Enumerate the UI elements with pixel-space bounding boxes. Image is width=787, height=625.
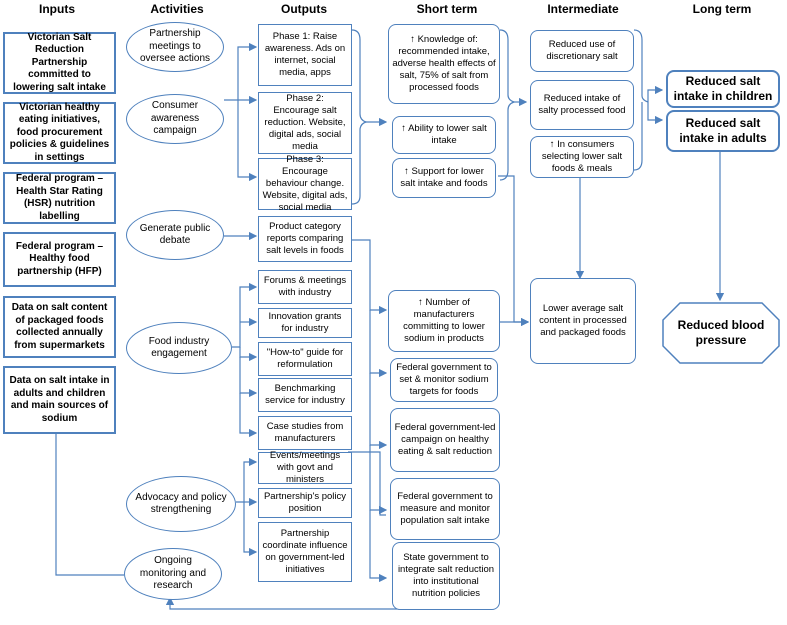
activity-ellipse: Partnership meetings to oversee actions xyxy=(126,22,224,72)
output-box: Innovation grants for industry xyxy=(258,308,352,338)
output-box: Case studies from manufacturers xyxy=(258,416,352,450)
short-term-box: Federal government to set & monitor sodi… xyxy=(390,358,498,402)
header-short-term: Short term xyxy=(416,2,478,16)
activity-ellipse: Consumer awareness campaign xyxy=(126,94,224,144)
input-box: Federal program – Healthy food partnersh… xyxy=(3,232,116,287)
blood-pressure-label: Reduced blood pressure xyxy=(677,318,765,347)
activity-ellipse: Ongoing monitoring and research xyxy=(124,548,222,600)
output-box: Partnership's policy position xyxy=(258,488,352,518)
output-box: Events/meetings with govt and ministers xyxy=(258,450,352,485)
short-term-box: ↑ Knowledge of: recommended intake, adve… xyxy=(388,24,500,104)
header-long-term: Long term xyxy=(692,2,752,16)
intermediate-box: Lower average salt content in processed … xyxy=(530,278,636,364)
intermediate-box: Reduced intake of salty processed food xyxy=(530,80,634,130)
input-box: Data on salt content of packaged foods c… xyxy=(3,296,116,358)
header-intermediate: Intermediate xyxy=(547,2,619,16)
short-term-box: ↑ Support for lower salt intake and food… xyxy=(392,158,496,198)
output-box: "How-to" guide for reformulation xyxy=(258,342,352,376)
output-box: Phase 2: Encourage salt reduction. Websi… xyxy=(258,92,352,154)
long-term-box: Reduced salt intake in adults xyxy=(666,110,780,152)
short-term-box: ↑ Number of manufacturers committing to … xyxy=(388,290,500,352)
output-box: Forums & meetings with industry xyxy=(258,270,352,304)
activity-ellipse: Generate public debate xyxy=(126,210,224,260)
activity-ellipse: Food industry engagement xyxy=(126,322,232,374)
output-box: Phase 1: Raise awareness. Ads on interne… xyxy=(258,24,352,86)
input-box: Victorian healthy eating initiatives, fo… xyxy=(3,102,116,164)
short-term-box: State government to integrate salt reduc… xyxy=(392,542,500,610)
intermediate-box: Reduced use of discretionary salt xyxy=(530,30,634,72)
output-box: Partnership coordinate influence on gove… xyxy=(258,522,352,582)
output-box: Benchmarking service for industry xyxy=(258,378,352,412)
input-box: Federal program – Health Star Rating (HS… xyxy=(3,172,116,224)
output-box: Product category reports comparing salt … xyxy=(258,216,352,262)
long-term-box: Reduced salt intake in children xyxy=(666,70,780,108)
output-box: Phase 3: Encourage behaviour change. Web… xyxy=(258,154,352,213)
input-box: Victorian Salt Reduction Partnership com… xyxy=(3,32,116,94)
blood-pressure-octagon: Reduced blood pressure xyxy=(662,302,780,364)
input-box: Data on salt intake in adults and childr… xyxy=(3,366,116,434)
intermediate-box: ↑ In consumers selecting lower salt food… xyxy=(530,136,634,178)
activity-ellipse: Advocacy and policy strengthening xyxy=(126,476,236,532)
header-activities: Activities xyxy=(150,2,204,16)
header-outputs: Outputs xyxy=(281,2,327,16)
short-term-box: Federal government to measure and monito… xyxy=(390,478,500,540)
header-inputs: Inputs xyxy=(39,2,75,16)
short-term-box: Federal government-led campaign on healt… xyxy=(390,408,500,472)
short-term-box: ↑ Ability to lower salt intake xyxy=(392,116,496,154)
octagon-shape xyxy=(662,302,780,364)
